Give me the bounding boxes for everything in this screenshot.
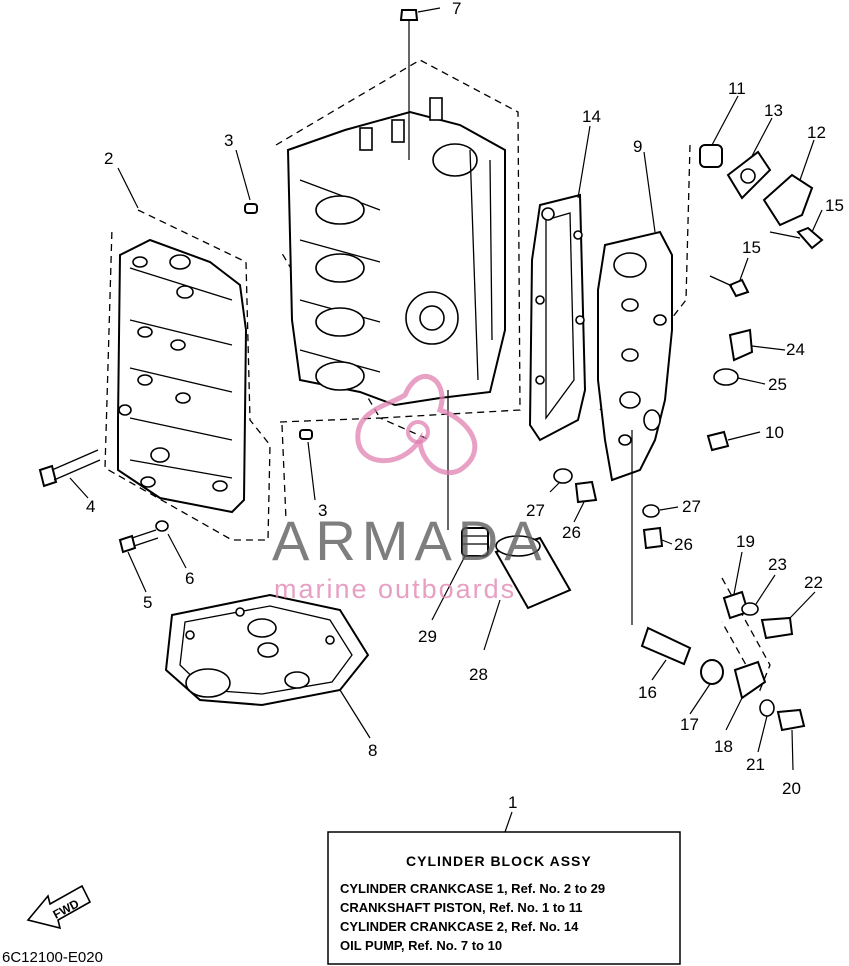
callout-24: 24 <box>786 340 805 359</box>
callout-22: 22 <box>804 573 823 592</box>
diagram-code: 6C12100-E020 <box>2 949 103 966</box>
callout-16: 16 <box>638 683 657 702</box>
watermark-brand: ARMADA <box>272 509 548 572</box>
watermark: ARMADA marine outboards <box>272 373 548 604</box>
callout-19: 19 <box>736 532 755 551</box>
callout-23: 23 <box>768 555 787 574</box>
callout-5: 5 <box>143 593 152 612</box>
callout-7: 7 <box>452 0 461 18</box>
callout-14: 14 <box>582 107 601 126</box>
crankcase-9 <box>597 230 673 482</box>
assy-box-line-4: OIL PUMP, Ref. No. 7 to 10 <box>340 938 502 953</box>
assy-box-line-1: CYLINDER CRANKCASE 1, Ref. No. 2 to 29 <box>340 881 605 896</box>
callout-26-right: 26 <box>674 535 693 554</box>
callout-27-right: 27 <box>682 497 701 516</box>
callout-labels: 1 2 3 3 4 5 6 7 8 9 10 11 12 13 14 15 15… <box>86 0 844 812</box>
callout-28: 28 <box>469 665 488 684</box>
callout-12: 12 <box>807 123 826 142</box>
callout-8: 8 <box>368 741 377 760</box>
callout-20: 20 <box>782 779 801 798</box>
callout-15-upper: 15 <box>825 196 844 215</box>
callout-17: 17 <box>680 715 699 734</box>
assy-info-box: CYLINDER BLOCK ASSY CYLINDER CRANKCASE 1… <box>327 831 681 965</box>
callout-18: 18 <box>714 737 733 756</box>
callout-4: 4 <box>86 497 95 516</box>
callout-1: 1 <box>508 793 517 812</box>
callout-6: 6 <box>185 569 194 588</box>
callout-2: 2 <box>104 149 113 168</box>
callout-10: 10 <box>765 423 784 442</box>
assy-box-line-2: CRANKSHAFT PISTON, Ref. No. 1 to 11 <box>340 900 582 915</box>
callout-3-upper: 3 <box>224 131 233 150</box>
fwd-arrow: FWD <box>26 884 92 930</box>
watermark-tagline: marine outboards <box>274 574 516 604</box>
callout-13: 13 <box>764 101 783 120</box>
leader-lines <box>69 7 823 833</box>
assy-box-title: CYLINDER BLOCK ASSY <box>406 853 592 869</box>
callout-27-left: 27 <box>526 501 545 520</box>
fasteners <box>38 9 824 732</box>
callout-21: 21 <box>746 755 765 774</box>
callout-11: 11 <box>728 79 746 98</box>
callout-3-lower: 3 <box>318 501 327 520</box>
callout-9: 9 <box>633 137 642 156</box>
gasket-8 <box>164 593 370 707</box>
callout-29: 29 <box>418 627 437 646</box>
callout-25: 25 <box>768 375 787 394</box>
callout-15-lower: 15 <box>742 238 761 257</box>
cylinder-block <box>286 97 506 407</box>
assy-box-line-3: CYLINDER CRANKCASE 2, Ref. No. 14 <box>340 919 579 934</box>
crankcase-cover <box>117 238 248 514</box>
callout-26-left: 26 <box>562 523 581 542</box>
gasket-14 <box>528 193 587 442</box>
